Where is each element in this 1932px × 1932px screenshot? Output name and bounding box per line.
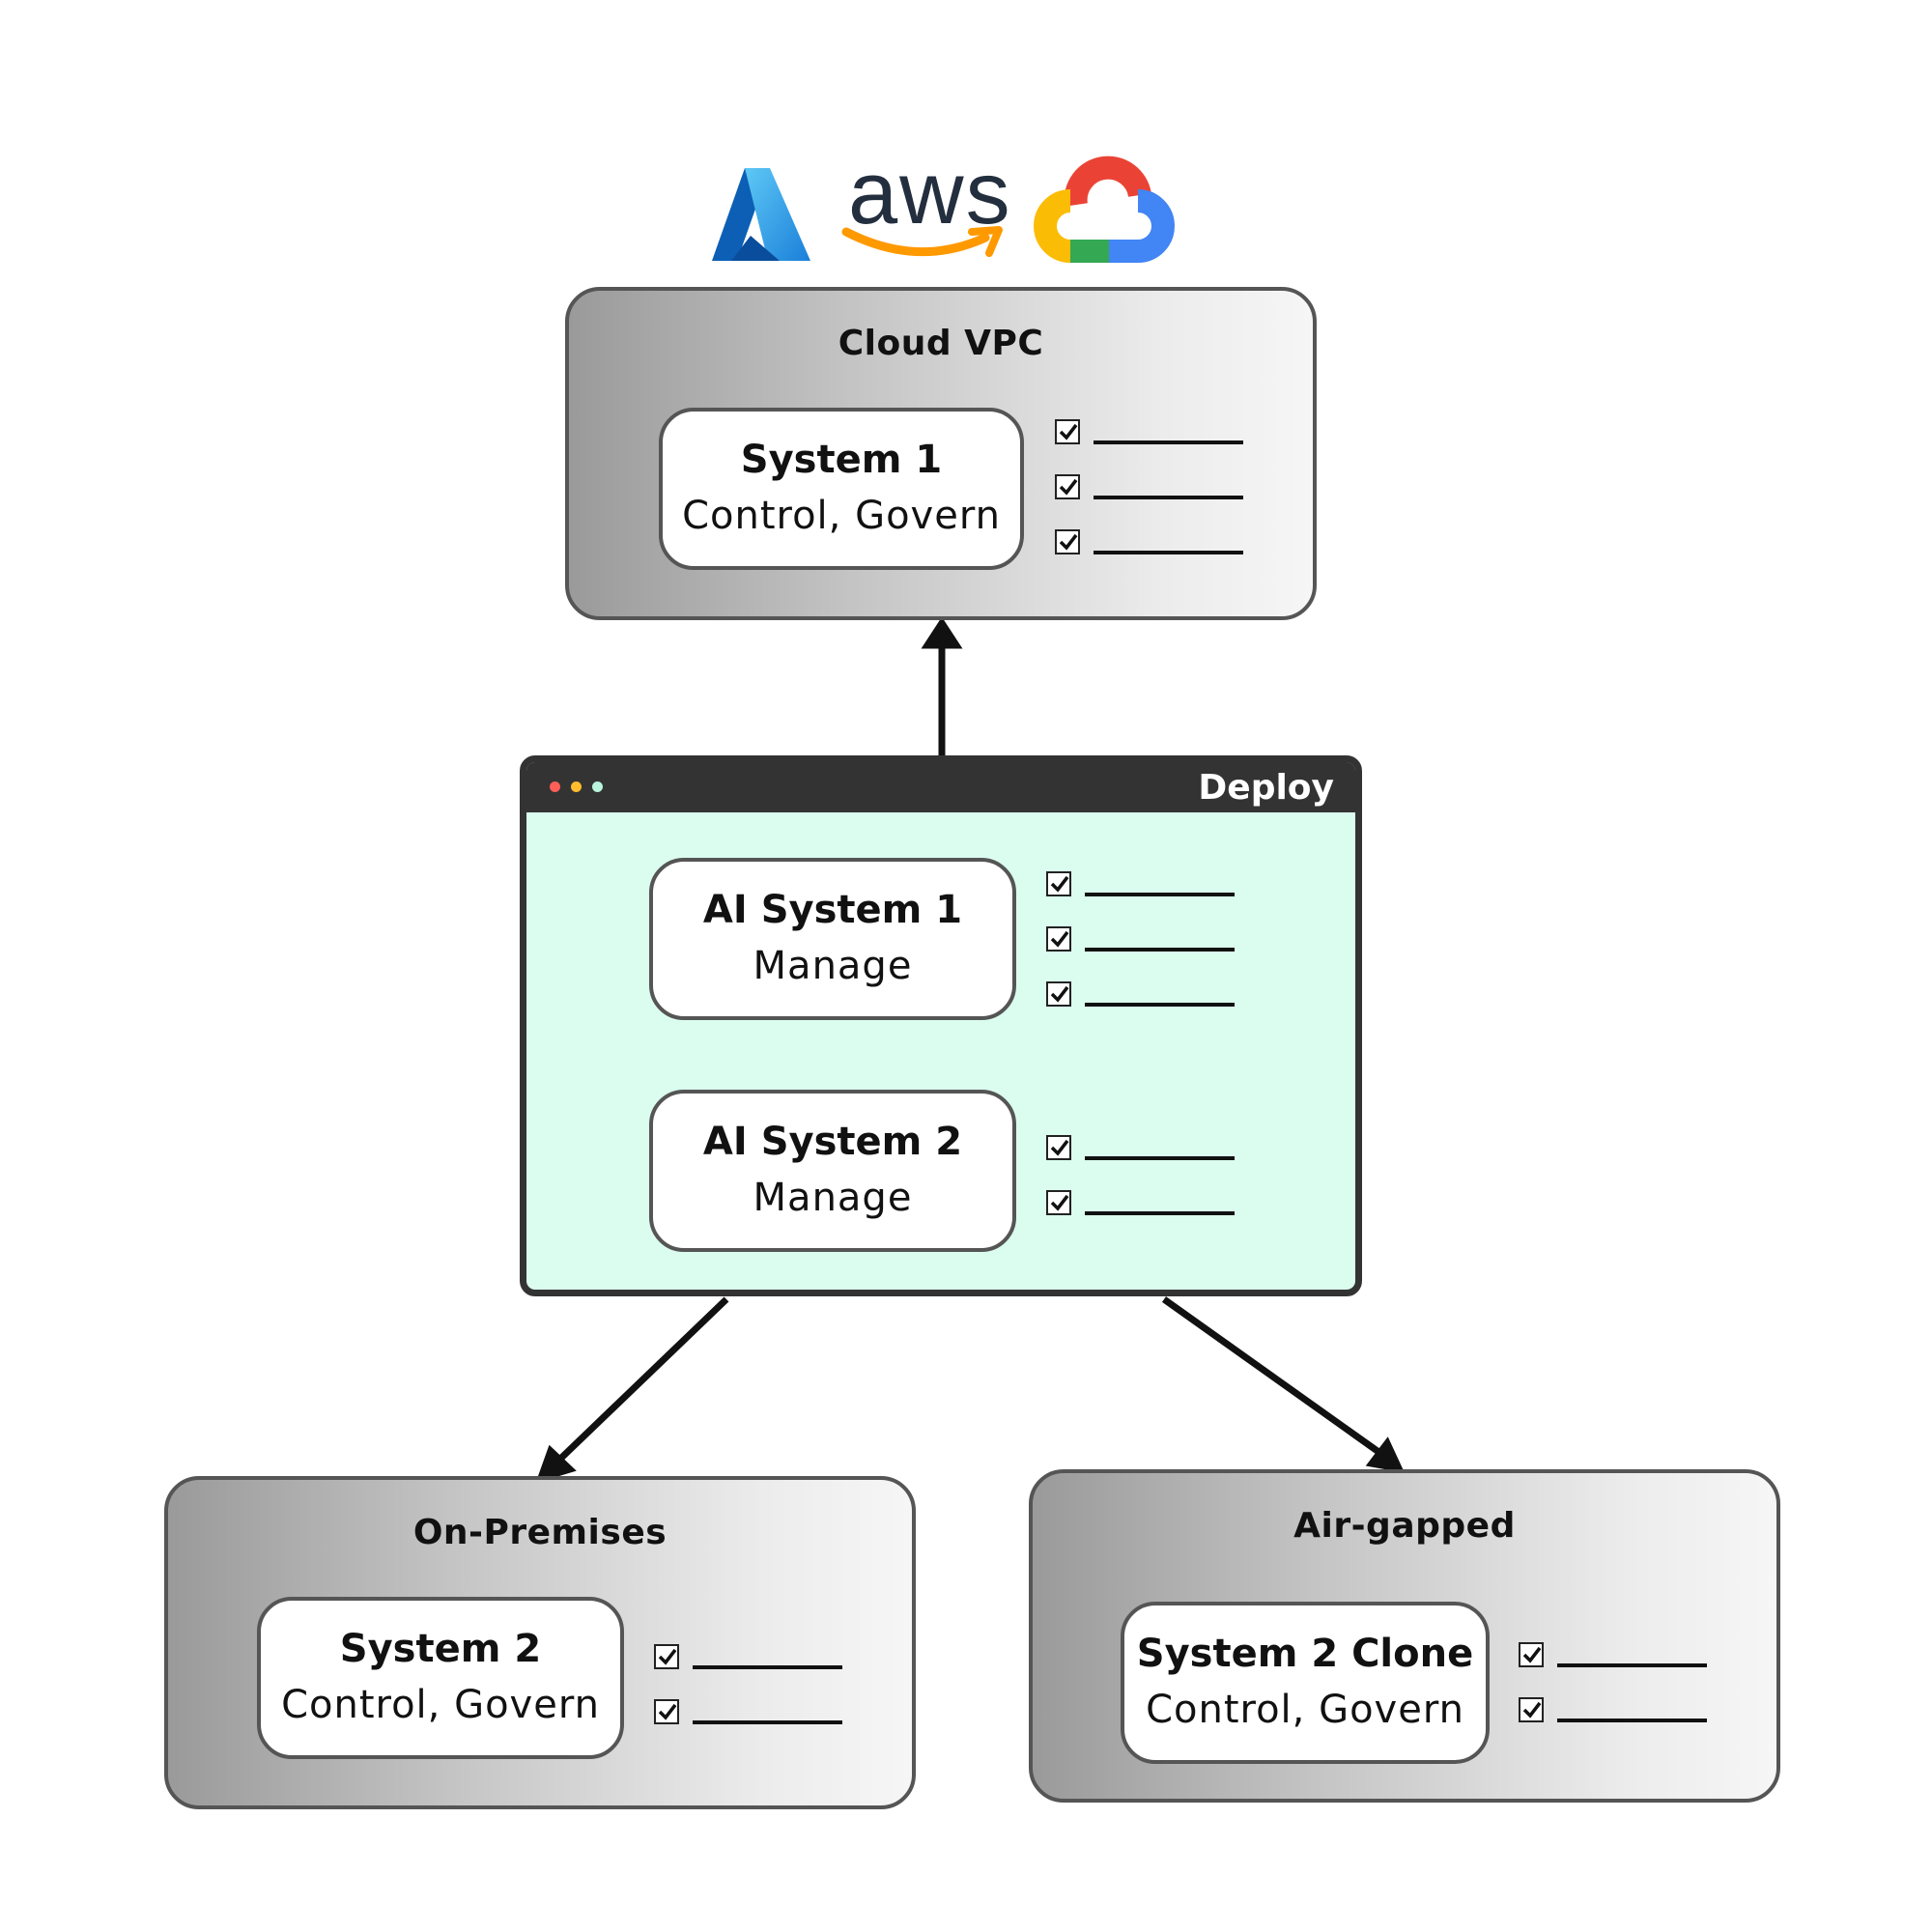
checkbox-checked-icon bbox=[654, 1644, 679, 1669]
checklist-blank-line bbox=[1557, 1663, 1707, 1667]
checkbox-checked-icon bbox=[1055, 529, 1080, 554]
cloud-vpc-checklist bbox=[1055, 419, 1248, 584]
checkbox-checked-icon bbox=[1055, 474, 1080, 499]
system-2-clone-roles: Control, Govern bbox=[1146, 1688, 1464, 1732]
checklist-blank-line bbox=[1094, 440, 1243, 444]
arrow-deploy-to-on-premises bbox=[535, 1296, 729, 1484]
aws-smile-icon bbox=[841, 226, 1003, 257]
checklist-blank-line bbox=[693, 1665, 842, 1669]
checklist-item bbox=[1046, 926, 1239, 981]
checklist-item bbox=[1519, 1642, 1712, 1697]
ai-system-1-checklist bbox=[1046, 871, 1239, 1037]
azure-logo bbox=[712, 168, 810, 261]
system-1-roles: Control, Govern bbox=[682, 494, 1001, 538]
checklist-blank-line bbox=[1085, 1156, 1235, 1160]
aws-logo: aws bbox=[840, 144, 1012, 270]
checklist-item bbox=[1046, 1135, 1239, 1190]
checklist-item bbox=[654, 1644, 847, 1699]
checklist-blank-line bbox=[1085, 1003, 1235, 1007]
system-1-name: System 1 bbox=[740, 438, 943, 482]
system-2-clone-card[interactable]: System 2 Clone Control, Govern bbox=[1121, 1602, 1490, 1764]
checkbox-checked-icon bbox=[1519, 1642, 1544, 1667]
checklist-item bbox=[1046, 981, 1239, 1037]
air-gapped-title: Air-gapped bbox=[1293, 1506, 1516, 1546]
window-maximize-dot-icon bbox=[592, 781, 603, 792]
window-close-dot-icon bbox=[550, 781, 560, 792]
checkbox-checked-icon bbox=[1046, 1135, 1071, 1160]
window-minimize-dot-icon bbox=[571, 781, 582, 792]
deploy-window-title: Deploy bbox=[1198, 768, 1334, 808]
checklist-blank-line bbox=[1085, 1211, 1235, 1215]
checkbox-checked-icon bbox=[1046, 926, 1071, 952]
checklist-blank-line bbox=[1085, 948, 1235, 952]
arrow-deploy-to-cloud-vpc bbox=[921, 616, 963, 755]
ai-system-1-card[interactable]: AI System 1 Manage bbox=[649, 858, 1016, 1020]
checklist-item bbox=[1055, 419, 1248, 474]
air-gapped-checklist bbox=[1519, 1642, 1712, 1752]
checkbox-checked-icon bbox=[1046, 1190, 1071, 1215]
checkbox-checked-icon bbox=[654, 1699, 679, 1724]
checklist-blank-line bbox=[693, 1720, 842, 1724]
system-2-clone-name: System 2 Clone bbox=[1136, 1632, 1474, 1676]
aws-wordmark: aws bbox=[848, 144, 1012, 242]
checklist-item bbox=[1055, 529, 1248, 584]
system-2-name: System 2 bbox=[339, 1627, 542, 1671]
checklist-item bbox=[1046, 871, 1239, 926]
ai-system-1-name: AI System 1 bbox=[702, 888, 963, 932]
deploy-titlebar: Deploy bbox=[526, 762, 1355, 812]
checklist-blank-line bbox=[1085, 893, 1235, 896]
checkbox-checked-icon bbox=[1055, 419, 1080, 444]
checkbox-checked-icon bbox=[1519, 1697, 1544, 1722]
checklist-blank-line bbox=[1094, 496, 1243, 499]
checkbox-checked-icon bbox=[1046, 871, 1071, 896]
google-cloud-logo bbox=[1034, 156, 1175, 263]
checklist-blank-line bbox=[1094, 551, 1243, 554]
ai-system-1-roles: Manage bbox=[753, 944, 913, 988]
checkbox-checked-icon bbox=[1046, 981, 1071, 1007]
ai-system-2-name: AI System 2 bbox=[702, 1120, 963, 1164]
checklist-item bbox=[654, 1699, 847, 1754]
cloud-vpc-title: Cloud VPC bbox=[838, 324, 1044, 363]
checklist-item bbox=[1519, 1697, 1712, 1752]
checklist-item bbox=[1046, 1190, 1239, 1245]
on-premises-checklist bbox=[654, 1644, 847, 1754]
system-1-card[interactable]: System 1 Control, Govern bbox=[659, 408, 1024, 570]
system-2-card[interactable]: System 2 Control, Govern bbox=[257, 1597, 624, 1759]
ai-system-2-card[interactable]: AI System 2 Manage bbox=[649, 1090, 1016, 1252]
on-premises-title: On-Premises bbox=[412, 1513, 668, 1552]
ai-system-2-roles: Manage bbox=[753, 1176, 913, 1220]
checklist-item bbox=[1055, 474, 1248, 529]
checklist-blank-line bbox=[1557, 1719, 1707, 1722]
ai-system-2-checklist bbox=[1046, 1135, 1239, 1245]
arrow-deploy-to-air-gapped bbox=[1161, 1296, 1405, 1473]
system-2-roles: Control, Govern bbox=[281, 1683, 600, 1727]
